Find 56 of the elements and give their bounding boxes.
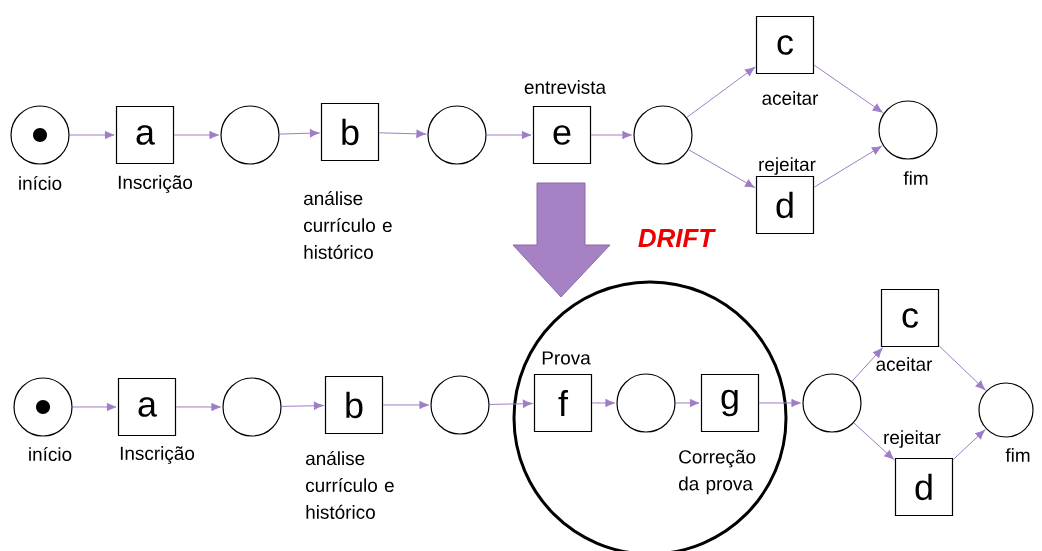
arrow: [69, 130, 115, 140]
place-circle: [430, 375, 490, 435]
node-label: análise currículo e histórico: [304, 191, 392, 259]
transition-box: g: [700, 373, 760, 433]
place-circle: [616, 373, 676, 433]
arrow: [72, 402, 117, 412]
drift-label: DRIFT: [638, 229, 716, 247]
arrow: [938, 345, 986, 391]
arrow: [175, 402, 221, 412]
place-circle: [802, 373, 862, 433]
node-label: Inscrição: [118, 175, 193, 193]
arrow: [851, 348, 883, 382]
node-label: início: [29, 446, 72, 462]
transition-box: d: [894, 457, 954, 517]
arrow: [590, 130, 632, 140]
place-circle: [427, 105, 487, 165]
node-label: entrevista: [524, 80, 607, 94]
node-label: aceitar: [876, 357, 933, 371]
node-label: Inscrição: [120, 446, 195, 464]
arrow: [173, 130, 219, 140]
node-label: fim: [1005, 448, 1030, 462]
arrow: [813, 64, 883, 113]
arrow: [813, 145, 882, 188]
node-label: aceitar: [762, 91, 819, 105]
transition-box: a: [117, 377, 177, 437]
node-label: início: [19, 175, 62, 191]
transition-box: f: [533, 373, 593, 433]
arrow: [675, 398, 700, 408]
transition-box: c: [755, 15, 815, 75]
transition-box: a: [115, 105, 175, 165]
place-circle: [220, 105, 280, 165]
transition-box: d: [755, 175, 815, 235]
node-label: análise currículo e histórico: [306, 451, 394, 519]
node-label: rejeitar: [759, 157, 816, 175]
arrow: [279, 129, 320, 138]
transition-box: b: [320, 102, 380, 162]
node-label: fim: [903, 171, 928, 185]
arrow: [686, 67, 755, 118]
node-label: Prova: [542, 351, 591, 365]
transition-box: e: [532, 105, 592, 165]
arrow: [378, 129, 426, 138]
arrow: [489, 399, 533, 408]
place-circle: [222, 377, 282, 437]
node-label: Correção da prova: [679, 449, 756, 495]
place-circle: [633, 105, 693, 165]
node-label: rejeitar: [884, 430, 941, 448]
arrow: [486, 130, 532, 140]
arrow: [688, 149, 755, 188]
arrow: [382, 400, 429, 410]
arrow: [952, 429, 985, 461]
arrow: [591, 398, 615, 408]
arrow: [853, 422, 894, 460]
arrow: [758, 398, 801, 408]
arrow: [281, 401, 324, 410]
transition-box: c: [880, 288, 940, 348]
transition-box: b: [324, 375, 384, 435]
